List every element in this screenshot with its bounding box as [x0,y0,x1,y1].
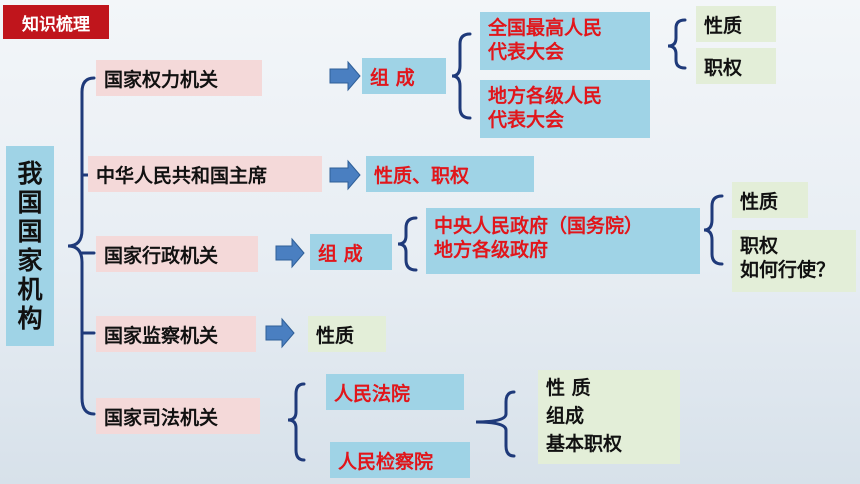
node-judicial-attr: 基本职权 [546,433,623,455]
section-tag: 知识梳理 [3,5,109,39]
node-local-congress-line: 地方各级人民 [488,85,603,107]
node-power-composition: 组 成 [362,58,446,94]
node-judicial-attrs: 性 质 组成 基本职权 [538,370,680,464]
node-court: 人民法院 [326,374,464,410]
node-admin-nature: 性质 [732,182,808,218]
node-local-congress-line: 代表大会 [488,109,565,131]
node-supervision-organ: 国家监察机关 [96,316,256,352]
node-judicial-organ: 国家司法机关 [96,398,260,434]
node-power-organ: 国家权力机关 [96,60,262,96]
node-npc-line: 全国最高人民 [488,17,603,39]
node-gov-line: 中央人民政府（国务院） [434,215,644,237]
root-node: 我 国 国 家 机 构 [6,146,54,346]
root-char: 国 [17,188,43,217]
root-char: 国 [17,217,43,246]
node-local-congress: 地方各级人民 代表大会 [480,80,650,138]
root-char: 机 [17,275,43,304]
node-power-nature: 性质 [696,6,776,42]
node-procuratorate: 人民检察院 [330,442,470,478]
node-admin-composition: 组 成 [310,234,392,270]
node-admin-organ: 国家行政机关 [96,236,258,272]
node-npc: 全国最高人民 代表大会 [480,12,650,70]
node-gov-line: 地方各级政府 [434,239,549,261]
node-judicial-attr: 组成 [546,405,585,427]
node-power-authority: 职权 [696,48,776,84]
root-char: 我 [17,159,43,188]
node-admin-authority: 职权 如何行使？ [732,230,856,292]
node-admin-authority-line: 职权 [740,235,779,257]
node-president: 中华人民共和国主席 [88,156,322,192]
node-president-target: 性质、职权 [366,156,534,192]
root-char: 家 [17,246,43,275]
node-gov: 中央人民政府（国务院） 地方各级政府 [426,208,700,274]
node-npc-line: 代表大会 [488,41,565,63]
node-admin-authority-line: 如何行使？ [740,259,836,281]
root-char: 构 [17,304,43,333]
node-supervision-nature: 性质 [308,316,386,352]
node-judicial-attr: 性 质 [546,377,591,399]
